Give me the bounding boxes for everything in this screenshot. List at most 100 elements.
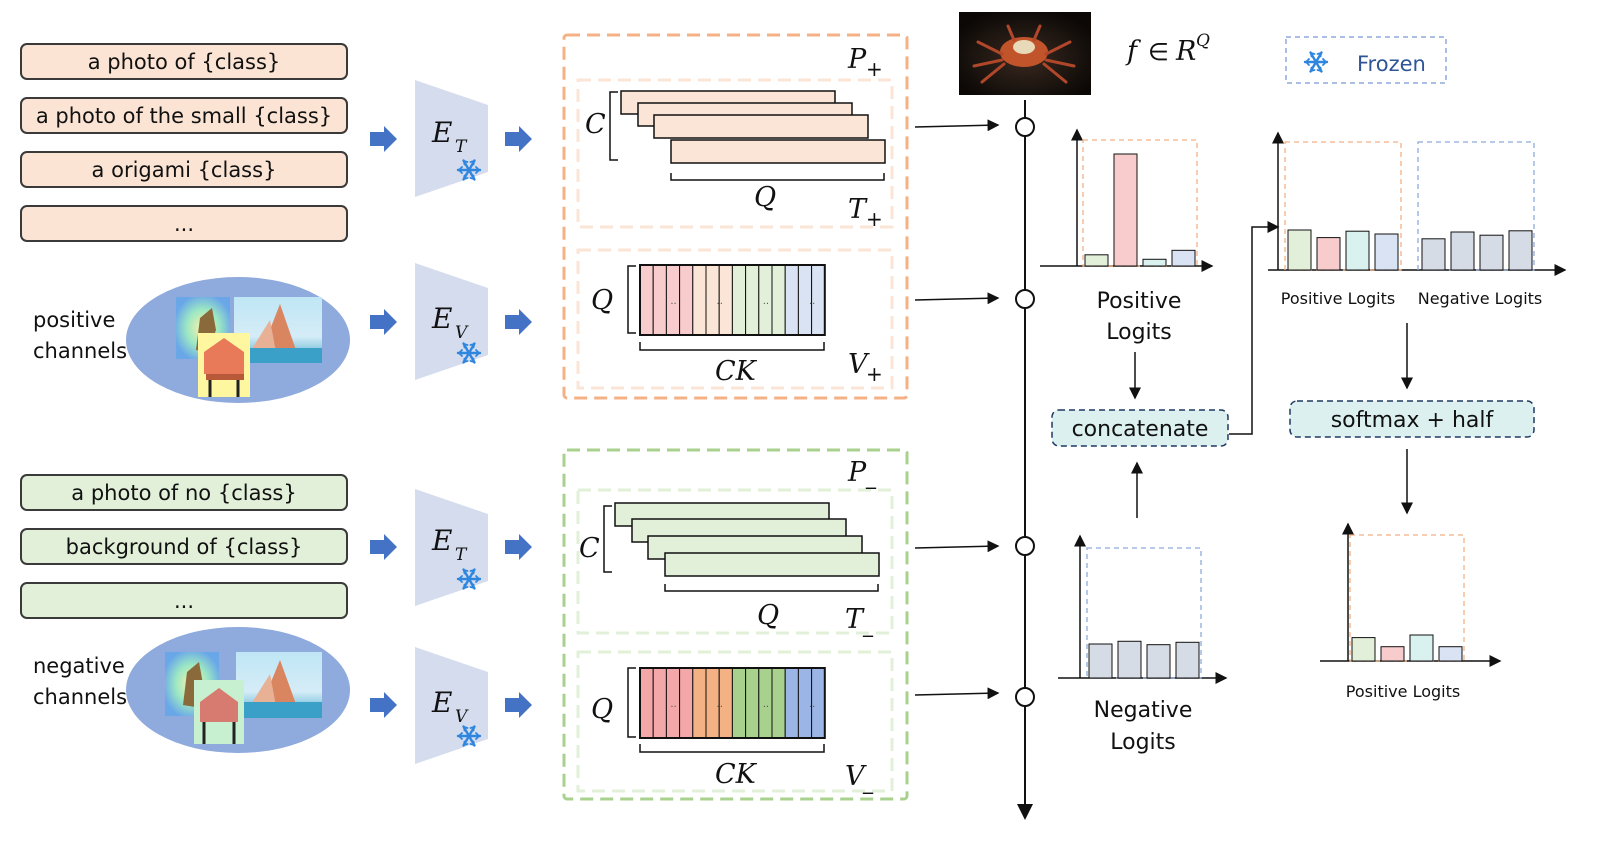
- negative-prompt-ellipsis: ...: [20, 582, 348, 619]
- chart-bar: [1508, 230, 1533, 271]
- positive-prompt-group: [562, 33, 909, 400]
- svg-text:V: V: [455, 707, 469, 727]
- matrix-column: [745, 667, 760, 739]
- matrix-column: [784, 264, 799, 336]
- svg-text:E: E: [431, 524, 452, 557]
- visual-encoder-positive: E V: [415, 263, 488, 380]
- negative-channels-label: negative channels: [33, 654, 128, 709]
- positive-channels-label: positive channels: [33, 308, 128, 363]
- arrow-right-icon: [370, 126, 397, 152]
- matrix-column: [731, 264, 747, 336]
- matrix-column: [771, 667, 786, 739]
- frozen-legend: [1285, 36, 1447, 84]
- arrow-right-icon: [370, 692, 397, 718]
- t-plus-label: T: [848, 194, 868, 225]
- matrix-dots: ..: [809, 699, 815, 710]
- t-minus-box: [576, 488, 894, 635]
- t-minus-stack: [614, 502, 880, 577]
- chart-final-positive-logits: [1320, 522, 1502, 667]
- matrix-dots: ..: [670, 699, 676, 710]
- matrix-dots: ..: [763, 296, 769, 307]
- t-minus-label: T: [845, 604, 865, 635]
- p-plus-label: P: [847, 44, 867, 75]
- svg-text:T: T: [455, 137, 468, 157]
- matrix-column: [639, 264, 654, 336]
- p-minus-label: P: [847, 457, 867, 488]
- arrow-right-icon: [505, 692, 532, 718]
- frozen-label: Frozen: [1357, 52, 1426, 76]
- text-encoder-positive: E T: [415, 80, 488, 197]
- crab-image: [959, 12, 1091, 95]
- matrix-column: [679, 264, 694, 336]
- chart-bar: [1380, 646, 1405, 662]
- matrix-column: [771, 264, 786, 336]
- t-plus-stack: [620, 90, 886, 164]
- chart-bar: [1316, 237, 1341, 271]
- svg-text:Q: Q: [591, 694, 613, 725]
- svg-text:E: E: [431, 116, 452, 149]
- svg-text:Q: Q: [757, 600, 779, 631]
- svg-text:Q: Q: [591, 285, 613, 316]
- chart-bar: [1113, 153, 1138, 267]
- visual-encoder-negative: E V: [415, 647, 488, 764]
- v-plus-label: V: [848, 349, 870, 380]
- chart-bar: [1345, 230, 1370, 271]
- softmax-op: [1289, 400, 1535, 438]
- svg-text:E: E: [431, 686, 452, 719]
- svg-text:V: V: [455, 323, 469, 343]
- matrix-column: [652, 667, 667, 739]
- text-encoder-negative: E T: [415, 489, 488, 606]
- matrix-column: [731, 667, 747, 739]
- softmax-label: softmax + half: [1331, 408, 1495, 433]
- svg-text:E: E: [431, 302, 452, 335]
- arrow-right-icon: [505, 534, 532, 560]
- dot-product-icon: [1015, 117, 1035, 137]
- arrow-right-icon: [505, 126, 532, 152]
- positive-prompt-1: a photo of {class}: [20, 43, 348, 80]
- matrix-dots: ..: [717, 699, 723, 710]
- arrow-right-icon: [370, 534, 397, 560]
- svg-text:∈: ∈: [1148, 38, 1169, 66]
- concatenate-op: [1051, 409, 1229, 447]
- dot-product-icon: [1015, 687, 1035, 707]
- chart-bars: [1351, 634, 1463, 662]
- matrix-column: [692, 264, 707, 336]
- svg-text:Q: Q: [1196, 31, 1210, 51]
- matrix-column: [692, 667, 707, 739]
- svg-text:_: _: [862, 613, 874, 637]
- matrix-dots: ..: [717, 296, 723, 307]
- positive-prompt-2: a photo of the small {class}: [20, 97, 348, 134]
- matrix-column: [745, 264, 760, 336]
- chart-bars: [1088, 640, 1200, 679]
- svg-text:_: _: [865, 465, 877, 489]
- chart-bar: [1450, 231, 1475, 271]
- matrix-column: [652, 264, 667, 336]
- chart-negative-logits: [1058, 534, 1228, 684]
- chart-bar: [1171, 249, 1196, 267]
- positive-prompt-3: a origami {class}: [20, 151, 348, 188]
- concatenate-label: concatenate: [1072, 417, 1209, 442]
- negative-logits-small-label: Negative Logits: [1418, 289, 1543, 308]
- v-plus-box: [576, 248, 894, 390]
- final-positive-logits-label: Positive Logits: [1346, 682, 1460, 701]
- matrix-dots: ..: [809, 296, 815, 307]
- matrix-column: [639, 667, 654, 739]
- matrix-dots: ..: [763, 699, 769, 710]
- v-minus-box: [576, 650, 894, 793]
- svg-text:_: _: [862, 770, 874, 794]
- chart-bar: [1084, 254, 1109, 267]
- chart-bar: [1287, 229, 1312, 271]
- chart-bar: [1409, 634, 1434, 662]
- chart-bar: [1146, 644, 1171, 679]
- matrix-dots: ..: [670, 296, 676, 307]
- svg-text:+: +: [866, 362, 883, 386]
- negative-prompt-2: background of {class}: [20, 528, 348, 565]
- positive-logits-small-label: Positive Logits: [1281, 289, 1395, 308]
- svg-text:+: +: [866, 57, 883, 81]
- svg-text:+: +: [866, 207, 883, 231]
- chart-bar: [1117, 640, 1142, 679]
- svg-text:R: R: [1175, 36, 1196, 67]
- svg-text:CK: CK: [715, 759, 758, 790]
